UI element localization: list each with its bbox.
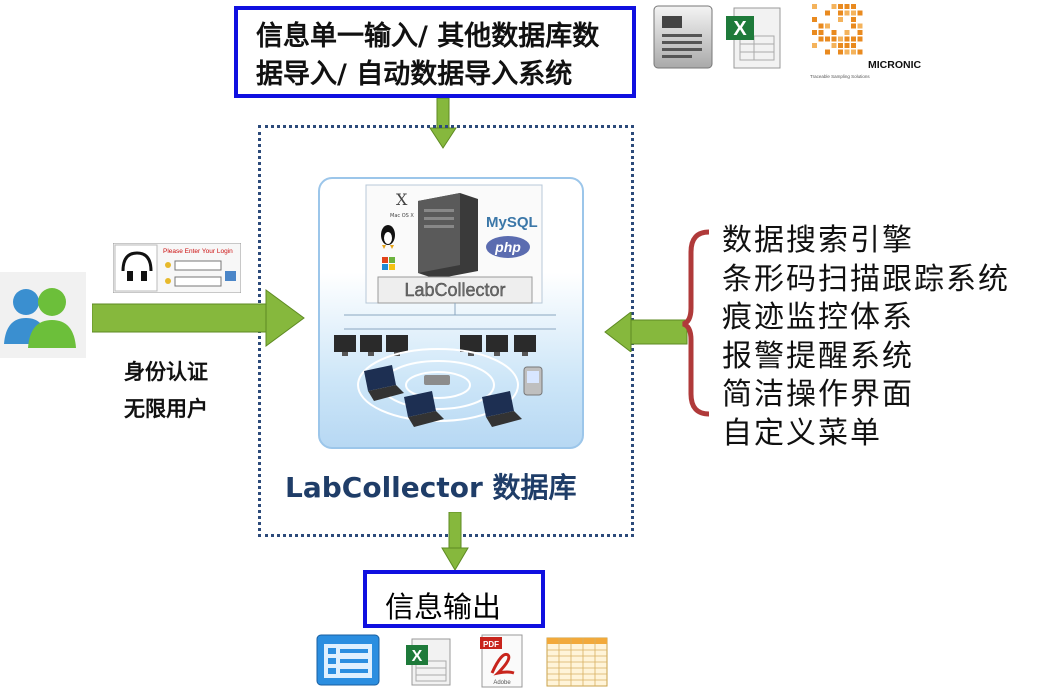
micronic-logo: MICRONIC Traceable Sampling Solutions — [810, 4, 921, 79]
server-icon — [418, 193, 478, 279]
micronic-logo-text: MICRONIC — [868, 59, 921, 71]
excel-output-icon: X — [406, 638, 451, 686]
excel-icon: X — [726, 7, 781, 69]
pdf-icon-brand: Adobe — [493, 680, 511, 686]
auth-labels: 身份认证 无限用户 — [124, 354, 208, 428]
feature-item: 报警提醒系统 — [722, 338, 914, 374]
feature-list: 数据搜索引擎 条形码扫描跟踪系统 痕迹监控体系 报警提醒系统 简洁操作界面 自定… — [722, 222, 1010, 453]
login-panel-title: Please Enter Your Login — [163, 248, 233, 255]
macos-label: Mac OS X — [390, 213, 414, 219]
excel-icon-letter: X — [733, 18, 747, 40]
arrow-right-auth — [92, 289, 305, 347]
spreadsheet-icon — [546, 637, 608, 687]
arrow-down-output — [441, 512, 469, 571]
input-sources-box: 信息单一输入/ 其他数据库数 据导入/ 自动数据导入系统 — [234, 6, 636, 98]
feature-item: 痕迹监控体系 — [722, 300, 914, 335]
arrow-down-input — [429, 98, 457, 149]
login-panel: Please Enter Your Login — [113, 243, 241, 293]
pdf-icon: PDF Adobe — [480, 634, 523, 688]
input-sources-line2: 据导入/ 自动数据导入系统 — [256, 59, 573, 90]
excel-output-letter: X — [412, 648, 423, 665]
labcollector-title: LabCollector — [404, 280, 505, 300]
feature-item: 条形码扫描跟踪系统 — [722, 261, 1010, 297]
list-document-icon — [316, 634, 380, 686]
feature-item: 自定义菜单 — [722, 415, 882, 451]
php-label: php — [494, 239, 521, 255]
mysql-label: MySQL — [486, 214, 538, 231]
database-label: LabCollector 数据库 — [285, 471, 577, 504]
svg-text:X: X — [396, 190, 408, 209]
labcollector-panel: X Mac OS X MySQL php LabCollector — [318, 177, 584, 449]
document-icon — [653, 5, 713, 69]
users-icon — [0, 272, 86, 358]
windows-icon — [382, 257, 395, 270]
output-box-label: 信息输出 — [385, 590, 502, 624]
output-box: 信息输出 — [363, 570, 545, 628]
auth-label-unlimited-users: 无限用户 — [124, 397, 208, 421]
auth-label-identity: 身份认证 — [124, 360, 208, 384]
input-sources-line1: 信息单一输入/ 其他数据库数 — [256, 21, 600, 52]
micronic-logo-tagline: Traceable Sampling Solutions — [810, 74, 870, 79]
network-illustration: X Mac OS X MySQL php LabCollector — [334, 184, 556, 427]
feature-item: 数据搜索引擎 — [722, 223, 914, 258]
pdf-icon-label: PDF — [483, 640, 499, 649]
feature-item: 简洁操作界面 — [722, 377, 914, 412]
arrow-left-features — [604, 312, 688, 352]
linux-icon — [381, 225, 395, 249]
features-bracket — [682, 229, 710, 417]
